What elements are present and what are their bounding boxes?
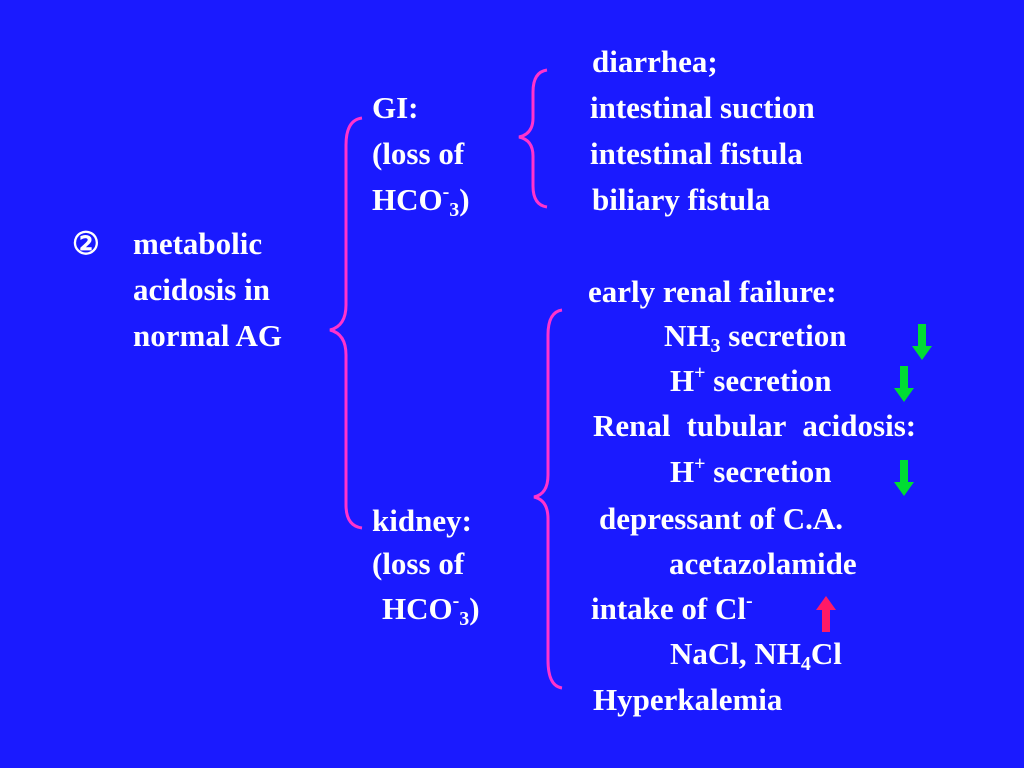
title-line-1: metabolic [133, 226, 263, 261]
nh3-nh: NH [664, 318, 711, 353]
cl-sup: - [746, 590, 753, 612]
cl-intake: intake of Cl- [591, 590, 753, 626]
title-line-3: normal AG [133, 318, 282, 353]
title-line-2: acidosis in [133, 272, 270, 307]
h2-sup: + [694, 453, 706, 475]
nacl-b: Cl [810, 636, 842, 671]
h1-sup: + [694, 362, 706, 384]
h-secretion-2: H+ secretion [670, 453, 832, 489]
renal-failure-heading: early renal failure: [588, 274, 837, 309]
h2-h: H [670, 454, 695, 489]
ca-depressant: depressant of C.A. [599, 501, 843, 536]
gi-hco-three: 3 [449, 199, 460, 221]
kidney-loss-of: (loss of [372, 546, 465, 581]
gi-brace [518, 68, 548, 209]
h-secretion-decrease-arrow-1 [894, 366, 914, 402]
nacl-sub: 4 [800, 653, 811, 675]
h-secretion-1: H+ secretion [670, 362, 832, 398]
nacl-nh4cl: NaCl, NH4Cl [670, 636, 842, 674]
nh3-secretion-decrease-arrow [912, 324, 932, 360]
rta-word-3: acidosis: [802, 408, 917, 443]
h2-rest: secretion [705, 454, 832, 489]
nh3-rest: secretion [720, 318, 847, 353]
cl-intake-increase-arrow [816, 596, 836, 632]
gi-hco-minus: - [442, 181, 450, 203]
h1-h: H [670, 363, 695, 398]
cl-text: intake of Cl [591, 591, 746, 626]
h1-rest: secretion [705, 363, 832, 398]
nh3-secretion: NH3 secretion [664, 318, 847, 356]
kidney-hco-three: 3 [459, 608, 470, 630]
item-marker: ② [72, 226, 100, 261]
gi-hco-text: HCO [372, 182, 443, 217]
kidney-label: kidney: [372, 503, 472, 538]
kidney-hco3: HCO-3) [382, 590, 480, 629]
h-secretion-decrease-arrow-2 [894, 460, 914, 496]
rta-heading: Renal tubular acidosis: [593, 410, 916, 441]
rta-word-1: Renal [593, 408, 671, 443]
nacl-a: NaCl, NH [670, 636, 801, 671]
gi-hco-paren: ) [459, 182, 470, 217]
nh3-sub: 3 [710, 335, 721, 357]
main-brace [329, 116, 363, 530]
rta-word-2: tubular [686, 408, 787, 443]
gi-hco3: HCO-3) [372, 181, 470, 220]
acetazolamide: acetazolamide [669, 546, 857, 581]
kidney-brace [533, 308, 563, 690]
gi-cause-diarrhea: diarrhea; [592, 44, 718, 79]
gi-label: GI: [372, 90, 419, 125]
kidney-hco-paren: ) [469, 591, 480, 626]
hyperkalemia: Hyperkalemia [593, 682, 783, 717]
gi-cause-biliary-fistula: biliary fistula [592, 182, 771, 217]
kidney-hco-text: HCO [382, 591, 453, 626]
kidney-hco-minus: - [452, 590, 460, 612]
gi-loss-of: (loss of [372, 136, 465, 171]
gi-cause-suction: intestinal suction [590, 90, 815, 125]
gi-cause-intestinal-fistula: intestinal fistula [590, 136, 803, 171]
